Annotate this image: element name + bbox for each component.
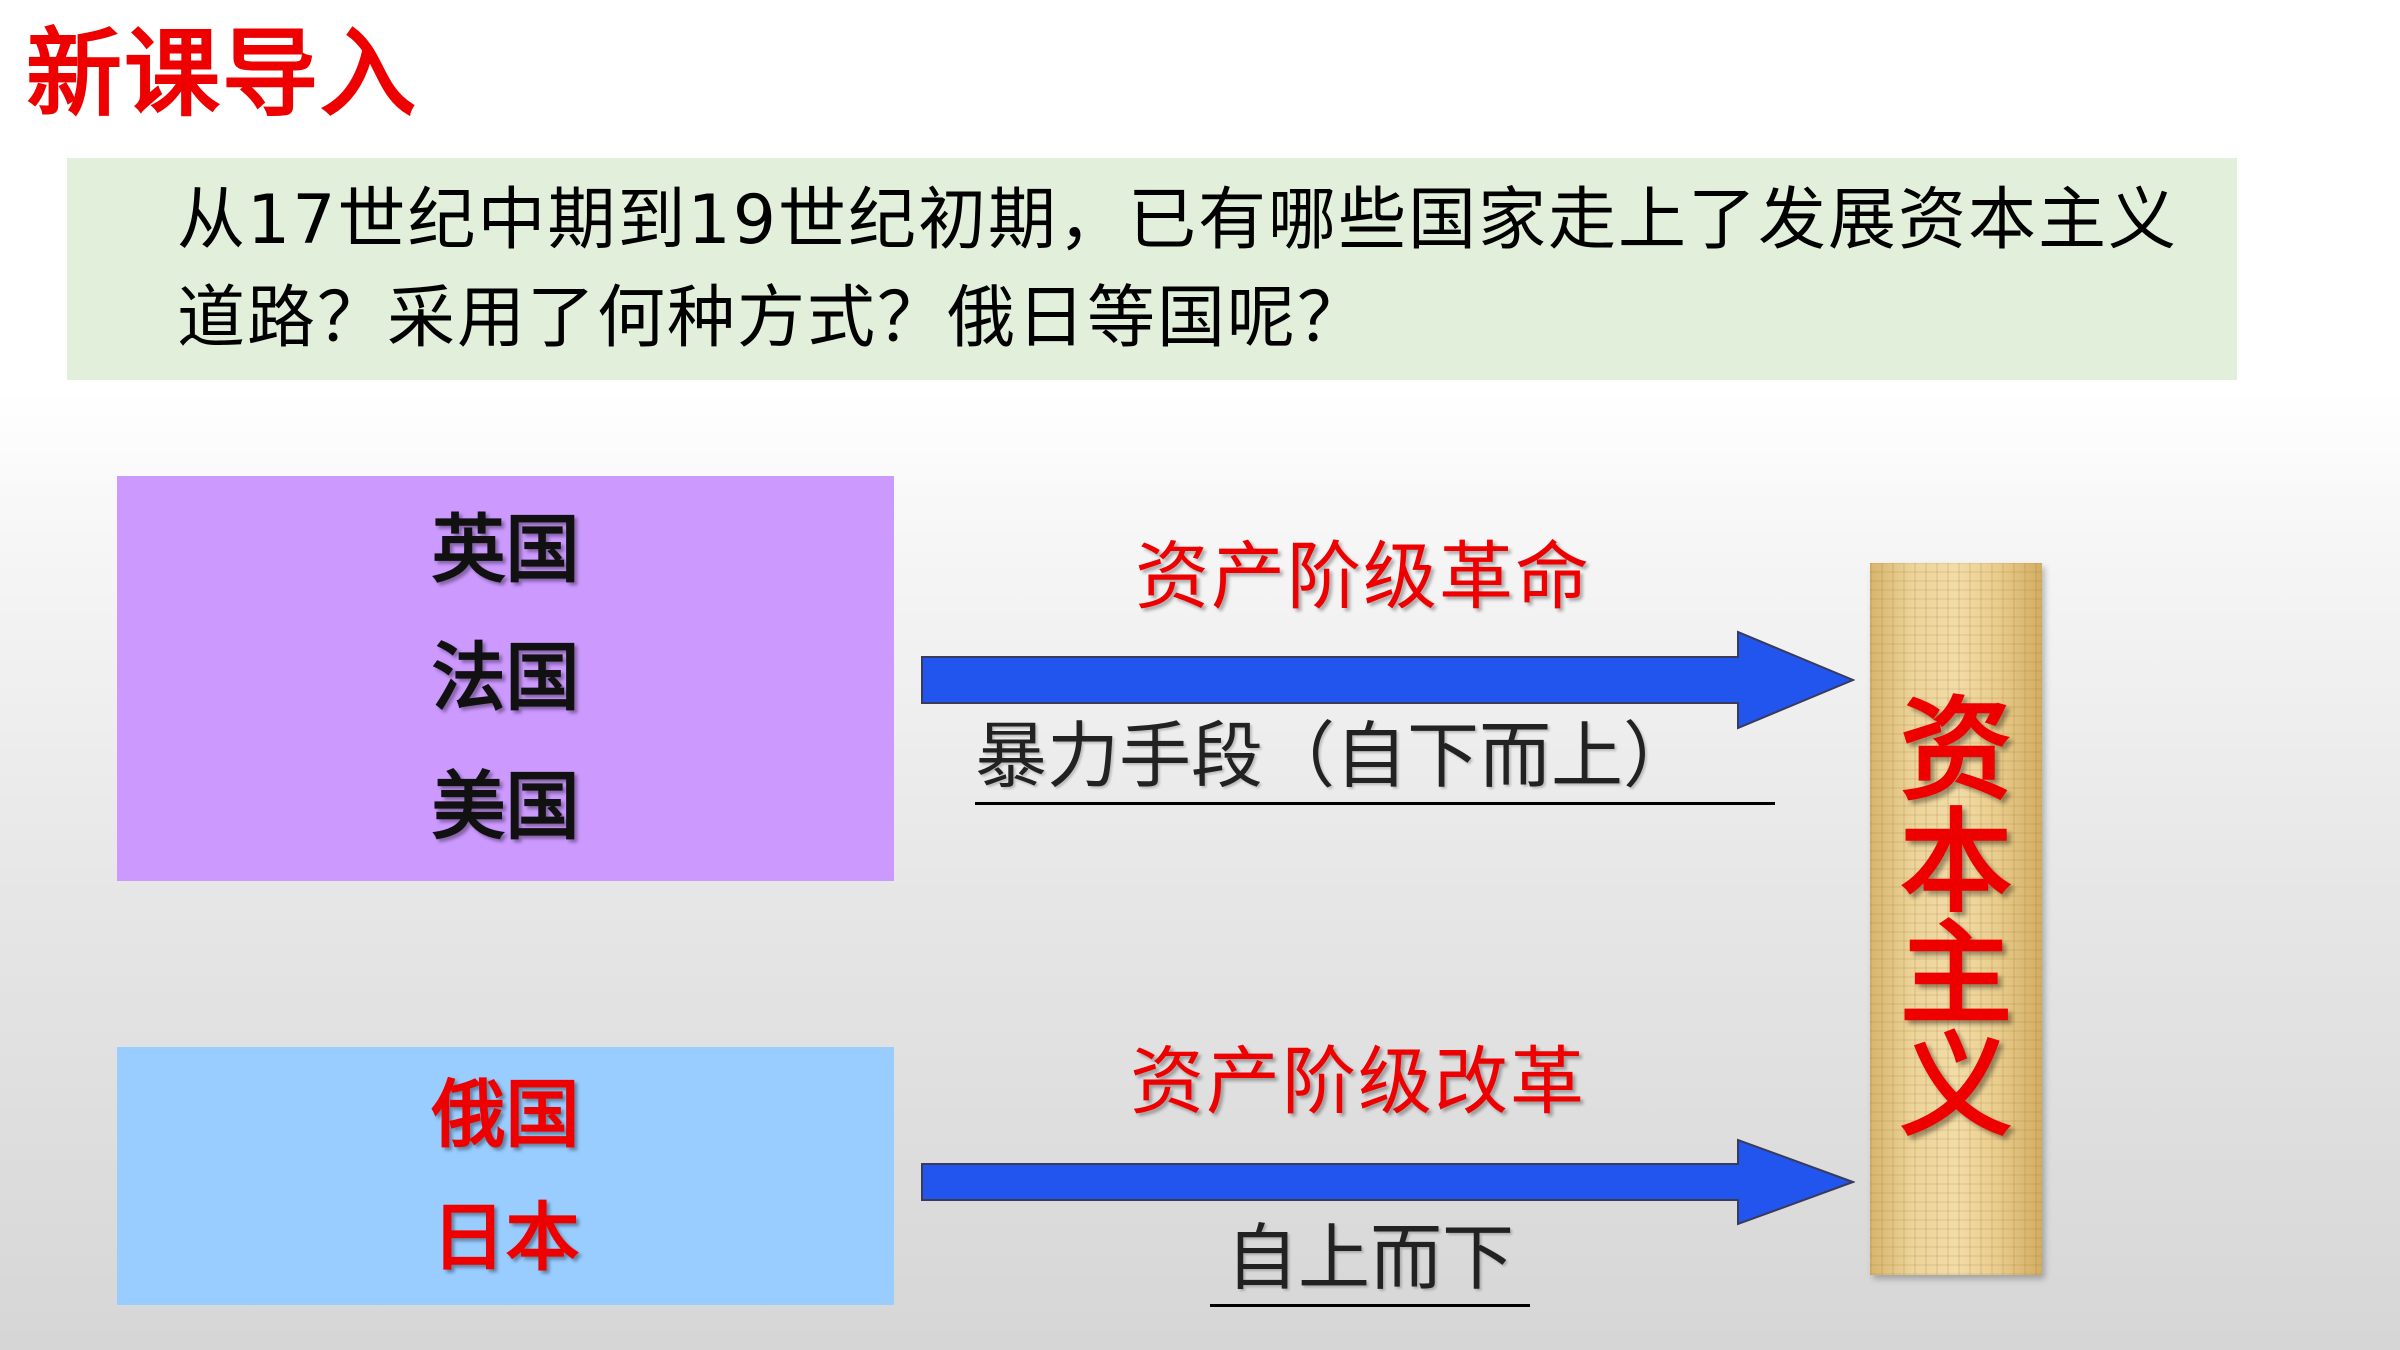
reform-arrow-icon <box>921 1138 1855 1226</box>
question-text: 从17世纪中期到19世纪初期，已有哪些国家走上了发展资本主义道路？采用了何种方式… <box>177 181 2179 358</box>
country-russia: 俄国 <box>431 1071 580 1158</box>
country-france: 法国 <box>431 635 580 722</box>
revolution-arrow-icon <box>921 630 1855 730</box>
reform-countries-box: 俄国 日本 <box>117 1047 894 1305</box>
country-england: 英国 <box>431 507 580 594</box>
reform-method-description: 自上而下 <box>1210 1222 1530 1307</box>
country-usa: 美国 <box>431 763 580 850</box>
reform-method-title: 资产阶级改革 <box>1130 1039 1586 1125</box>
country-japan: 日本 <box>431 1194 580 1281</box>
slide-title: 新课导入 <box>26 18 418 130</box>
capitalism-label: 资本主义 <box>1900 686 2012 1152</box>
question-box: 从17世纪中期到19世纪初期，已有哪些国家走上了发展资本主义道路？采用了何种方式… <box>67 158 2237 380</box>
capitalism-scroll: 资本主义 <box>1870 563 2042 1275</box>
revolution-method-title: 资产阶级革命 <box>1135 534 1591 620</box>
revolution-countries-box: 英国 法国 美国 <box>117 476 894 881</box>
revolution-method-description: 暴力手段（自下而上） <box>975 720 1775 805</box>
